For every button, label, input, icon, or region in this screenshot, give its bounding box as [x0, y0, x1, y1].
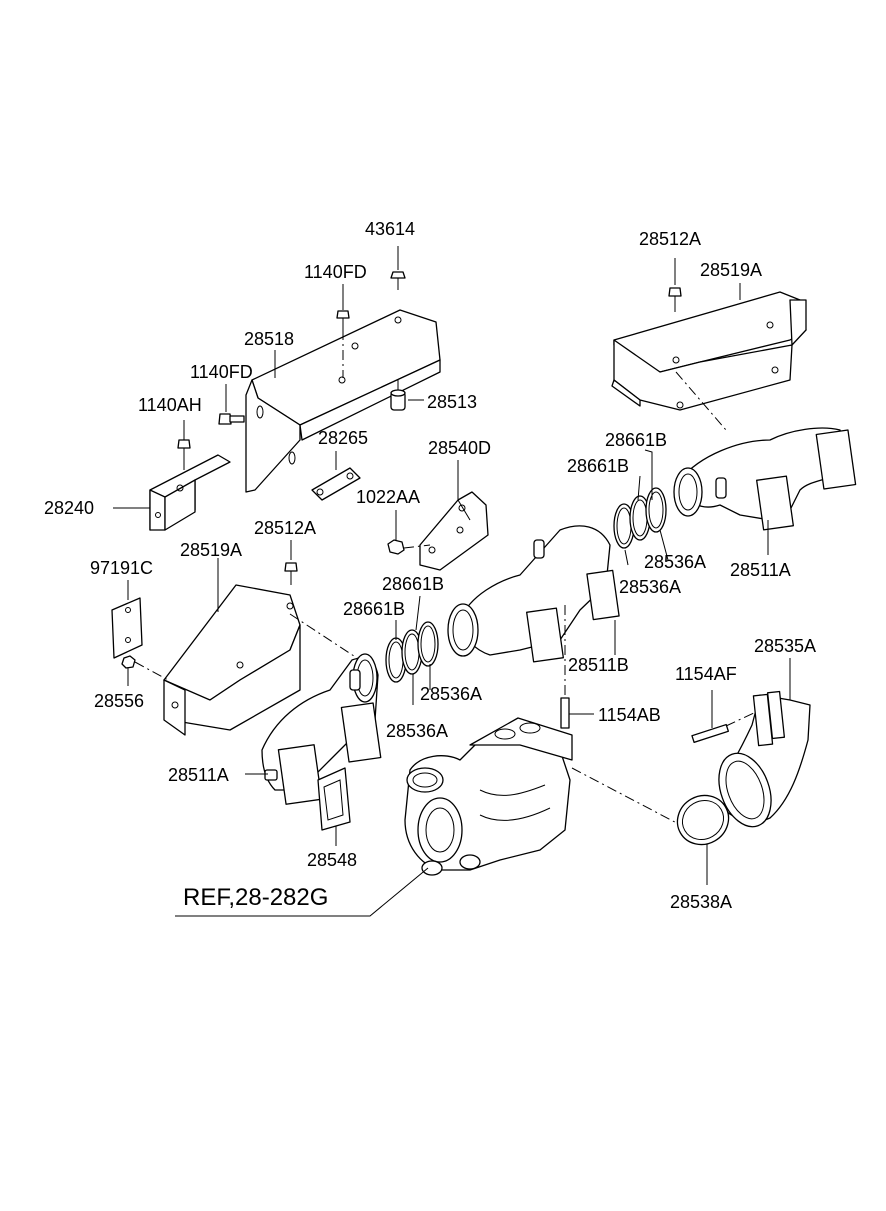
label-1140FD-top: 1140FD: [304, 262, 367, 282]
label-28538A: 28538A: [670, 892, 732, 912]
label-28519A-left: 28519A: [180, 540, 242, 560]
label-28511B: 28511B: [568, 655, 629, 675]
label-28661B-right-1: 28661B: [605, 430, 667, 450]
manifold-28511A-right[interactable]: [673, 427, 857, 531]
manifold-28511A-left[interactable]: [261, 653, 382, 805]
plate-28265[interactable]: [311, 467, 361, 501]
label-1022AA: 1022AA: [356, 487, 420, 507]
bolt-1140FD-left[interactable]: [218, 384, 245, 425]
label-28661B-left-2: 28661B: [343, 599, 405, 619]
label-28536A-right-2: 28536A: [619, 577, 681, 597]
seal-ring-28661B-right-2[interactable]: [629, 495, 651, 541]
label-ref-28-282G: REF,28-282G: [183, 884, 328, 911]
label-28265: 28265: [318, 428, 368, 448]
label-28536A-left-1: 28536A: [420, 684, 482, 704]
label-1140FD-left: 1140FD: [190, 362, 253, 382]
bolt-43614[interactable]: [390, 246, 406, 290]
manifold-28511B[interactable]: [447, 525, 620, 663]
label-97191C: 97191C: [90, 558, 153, 578]
label-28661B-left-1: 28661B: [382, 574, 444, 594]
part-labels: 43614 1140FD 28518 1140FD 28513 1140AH 2…: [44, 219, 816, 912]
label-43614: 43614: [365, 219, 415, 239]
seal-ring-28536A-left-1[interactable]: [417, 621, 439, 667]
leader-lines: [113, 283, 791, 917]
ring-28538A[interactable]: [668, 786, 737, 854]
label-28518: 28518: [244, 329, 294, 349]
label-28536A-left-2: 28536A: [386, 721, 448, 741]
label-28519A-top: 28519A: [700, 260, 762, 280]
heat-shield-28519A-right[interactable]: [611, 291, 807, 411]
bracket-97191C[interactable]: [111, 597, 143, 659]
label-28512A-top: 28512A: [639, 229, 701, 249]
bracket-28540D[interactable]: [419, 491, 489, 571]
label-28536A-right-1: 28536A: [644, 552, 706, 572]
turbocharger[interactable]: [404, 717, 691, 876]
label-28535A: 28535A: [754, 636, 816, 656]
label-28511A-left: 28511A: [168, 765, 229, 785]
bolt-28512A-left[interactable]: [284, 540, 298, 585]
label-1154AB: 1154AB: [598, 705, 661, 725]
label-28513: 28513: [427, 392, 477, 412]
bracket-28240[interactable]: [149, 454, 231, 531]
label-28661B-right-2: 28661B: [567, 456, 629, 476]
label-1140AH: 1140AH: [138, 395, 202, 415]
label-1154AF: 1154AF: [675, 664, 737, 684]
nut-1022AA[interactable]: [387, 510, 431, 555]
heat-shield-28519A-left[interactable]: [163, 584, 301, 736]
seal-ring-28536A-right-1[interactable]: [645, 487, 667, 533]
spacer-28513[interactable]: [390, 380, 424, 411]
label-28512A-left: 28512A: [254, 518, 316, 538]
label-28240: 28240: [44, 498, 94, 518]
bolt-28512A-top[interactable]: [668, 258, 682, 312]
elbow-28535A[interactable]: [709, 690, 811, 833]
bolt-1140AH[interactable]: [177, 420, 191, 470]
label-28511A-right: 28511A: [730, 560, 791, 580]
heat-shield-28518[interactable]: [245, 309, 441, 493]
label-28540D: 28540D: [428, 438, 491, 458]
nut-28556[interactable]: [121, 655, 169, 681]
gasket-28548[interactable]: [317, 767, 351, 831]
label-28548: 28548: [307, 850, 357, 870]
stud-1154AB[interactable]: [560, 605, 594, 729]
bolt-1140FD-top[interactable]: [336, 284, 350, 378]
stud-1154AF[interactable]: [691, 711, 757, 744]
label-28556: 28556: [94, 691, 144, 711]
